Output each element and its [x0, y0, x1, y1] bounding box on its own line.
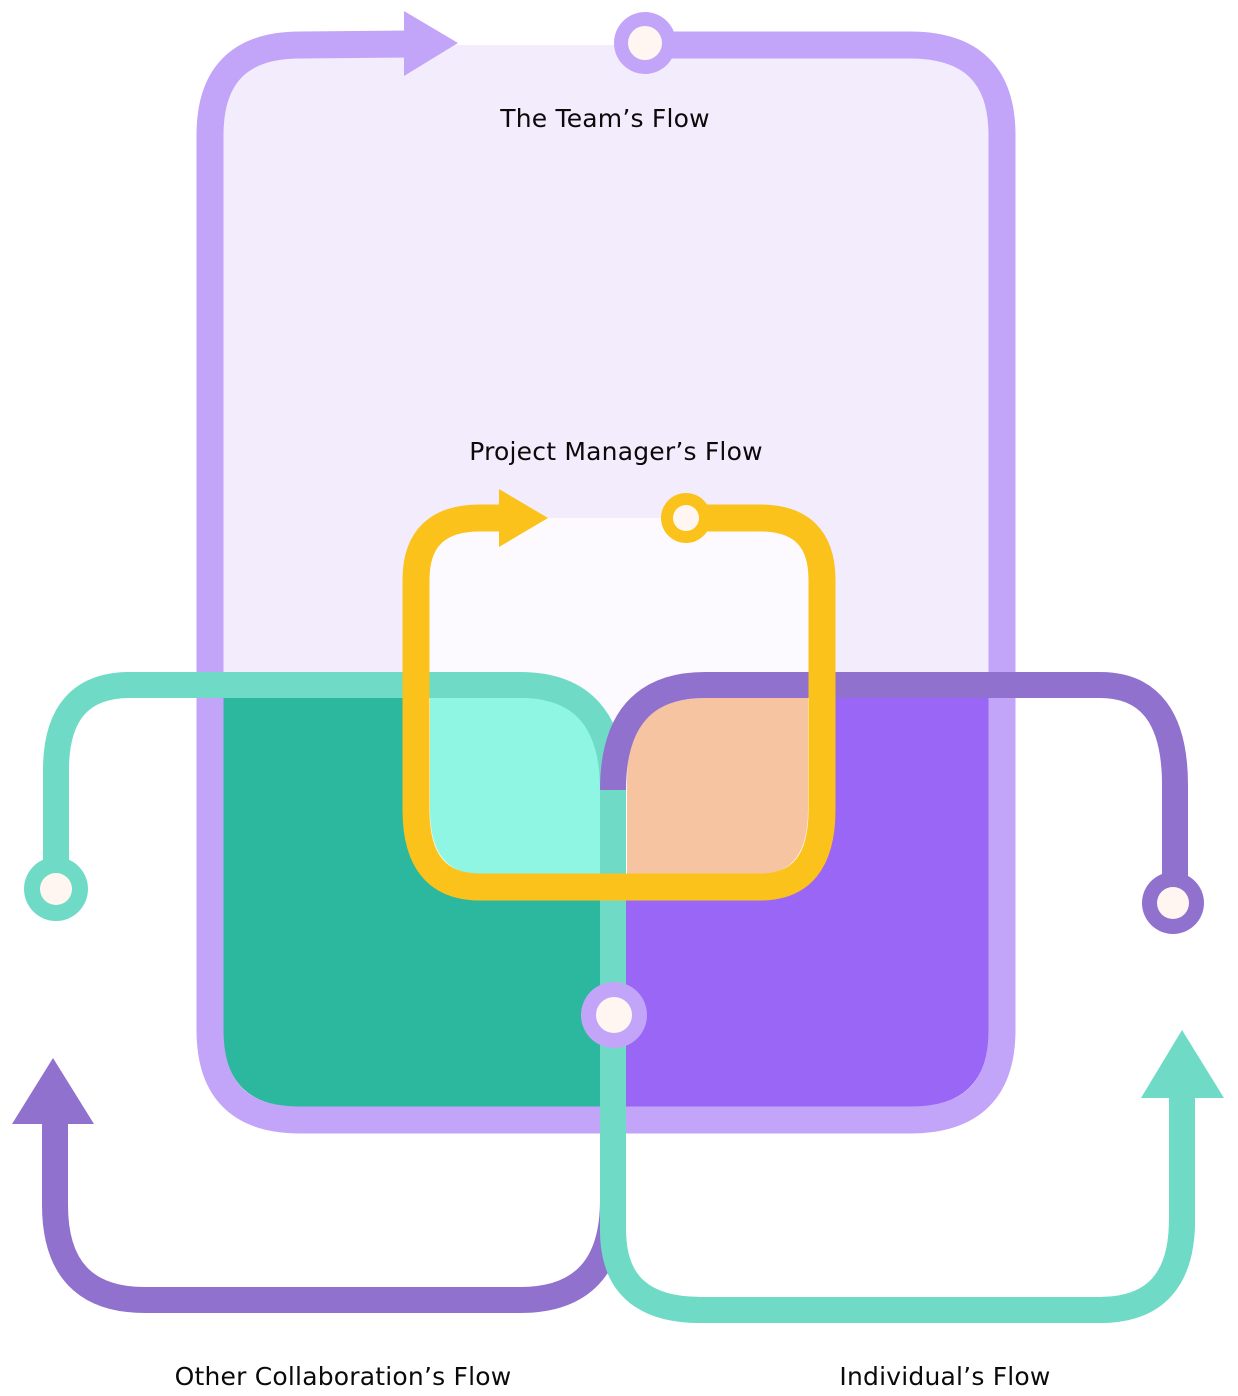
individual-flow-label: Individual’s Flow — [839, 1362, 1051, 1391]
project-manager-path — [402, 504, 836, 901]
individual-node-center — [1157, 887, 1189, 919]
team-flow-label: The Team’s Flow — [500, 104, 710, 133]
individual-flow-arrow-icon — [1141, 1030, 1224, 1098]
project-manager-arrow-icon — [499, 489, 548, 547]
team-flow-arrow-icon — [404, 11, 458, 76]
collaboration-node-center — [40, 873, 72, 905]
other-collaboration-flow-label: Other Collaboration’s Flow — [174, 1362, 512, 1391]
collaboration-vertical-overlay — [600, 790, 1195, 1323]
project-manager-node-center — [673, 505, 699, 531]
collaboration-flow-arrow-icon — [12, 1058, 94, 1124]
central-node-center — [596, 997, 632, 1033]
project-manager-flow-label: Project Manager’s Flow — [469, 437, 763, 466]
team-flow-node-center — [628, 26, 662, 60]
pm-individual-overlap — [627, 698, 808, 874]
pm-collaboration-overlap — [430, 698, 600, 874]
